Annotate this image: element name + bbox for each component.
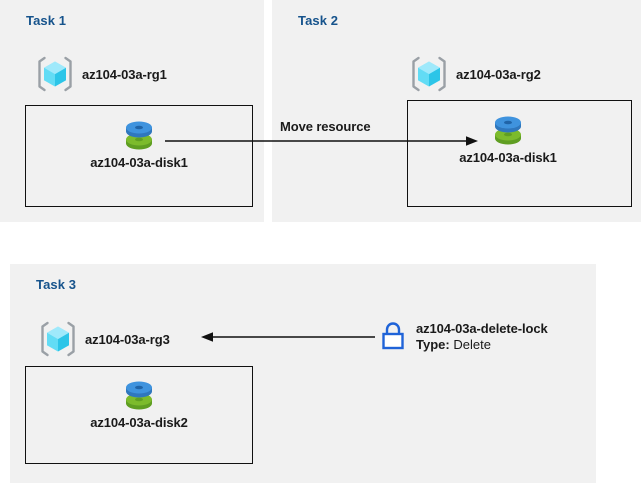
disk-label-task2: az104-03a-disk1 <box>459 150 557 165</box>
connector-label-move-resource: Move resource <box>280 119 371 134</box>
lock-name: az104-03a-delete-lock <box>416 321 548 336</box>
disk-node-task2: az104-03a-disk1 <box>448 111 568 165</box>
resource-group-icon <box>38 320 78 358</box>
task-panel-task2: Task 2 az104-03a-rg2 <box>272 0 641 222</box>
delete-lock-arrow <box>201 332 375 342</box>
resource-group-header-task2: az104-03a-rg2 <box>409 55 541 93</box>
disk-label-task3: az104-03a-disk2 <box>90 415 188 430</box>
resource-group-header-task3: az104-03a-rg3 <box>38 320 170 358</box>
resource-group-container-task2 <box>407 100 632 207</box>
lock-type-label: Type: <box>416 337 450 353</box>
resource-group-container-task1 <box>25 105 253 207</box>
task-title-task3: Task 3 <box>36 277 77 292</box>
disk-label-task1: az104-03a-disk1 <box>90 155 188 170</box>
managed-disk-icon <box>489 111 527 149</box>
lock-type-value: Delete <box>453 337 491 353</box>
resource-group-icon <box>409 55 449 93</box>
delete-lock-annotation: az104-03a-delete-lock Type: Delete <box>378 320 548 354</box>
resource-group-label-task1: az104-03a-rg1 <box>82 66 167 82</box>
resource-group-icon <box>35 55 75 93</box>
resource-group-header-task1: az104-03a-rg1 <box>35 55 167 93</box>
resource-group-label-task3: az104-03a-rg3 <box>85 331 170 347</box>
task-panel-task1: Task 1 az104-03a-rg1 <box>0 0 264 222</box>
task-title-task1: Task 1 <box>26 13 67 28</box>
resource-group-container-task3 <box>25 366 253 464</box>
managed-disk-icon <box>120 376 158 414</box>
lock-type-line: Type: Delete <box>416 337 548 353</box>
lock-icon <box>378 320 408 352</box>
disk-node-task1: az104-03a-disk1 <box>79 116 199 170</box>
task-panel-task3: Task 3 az104-03a-rg3 <box>10 264 596 483</box>
managed-disk-icon <box>120 116 158 154</box>
disk-node-task3: az104-03a-disk2 <box>79 376 199 430</box>
move-resource-arrow <box>165 136 478 146</box>
lock-text-block: az104-03a-delete-lock Type: Delete <box>416 320 548 354</box>
task-title-task2: Task 2 <box>298 13 339 28</box>
resource-group-label-task2: az104-03a-rg2 <box>456 66 541 82</box>
